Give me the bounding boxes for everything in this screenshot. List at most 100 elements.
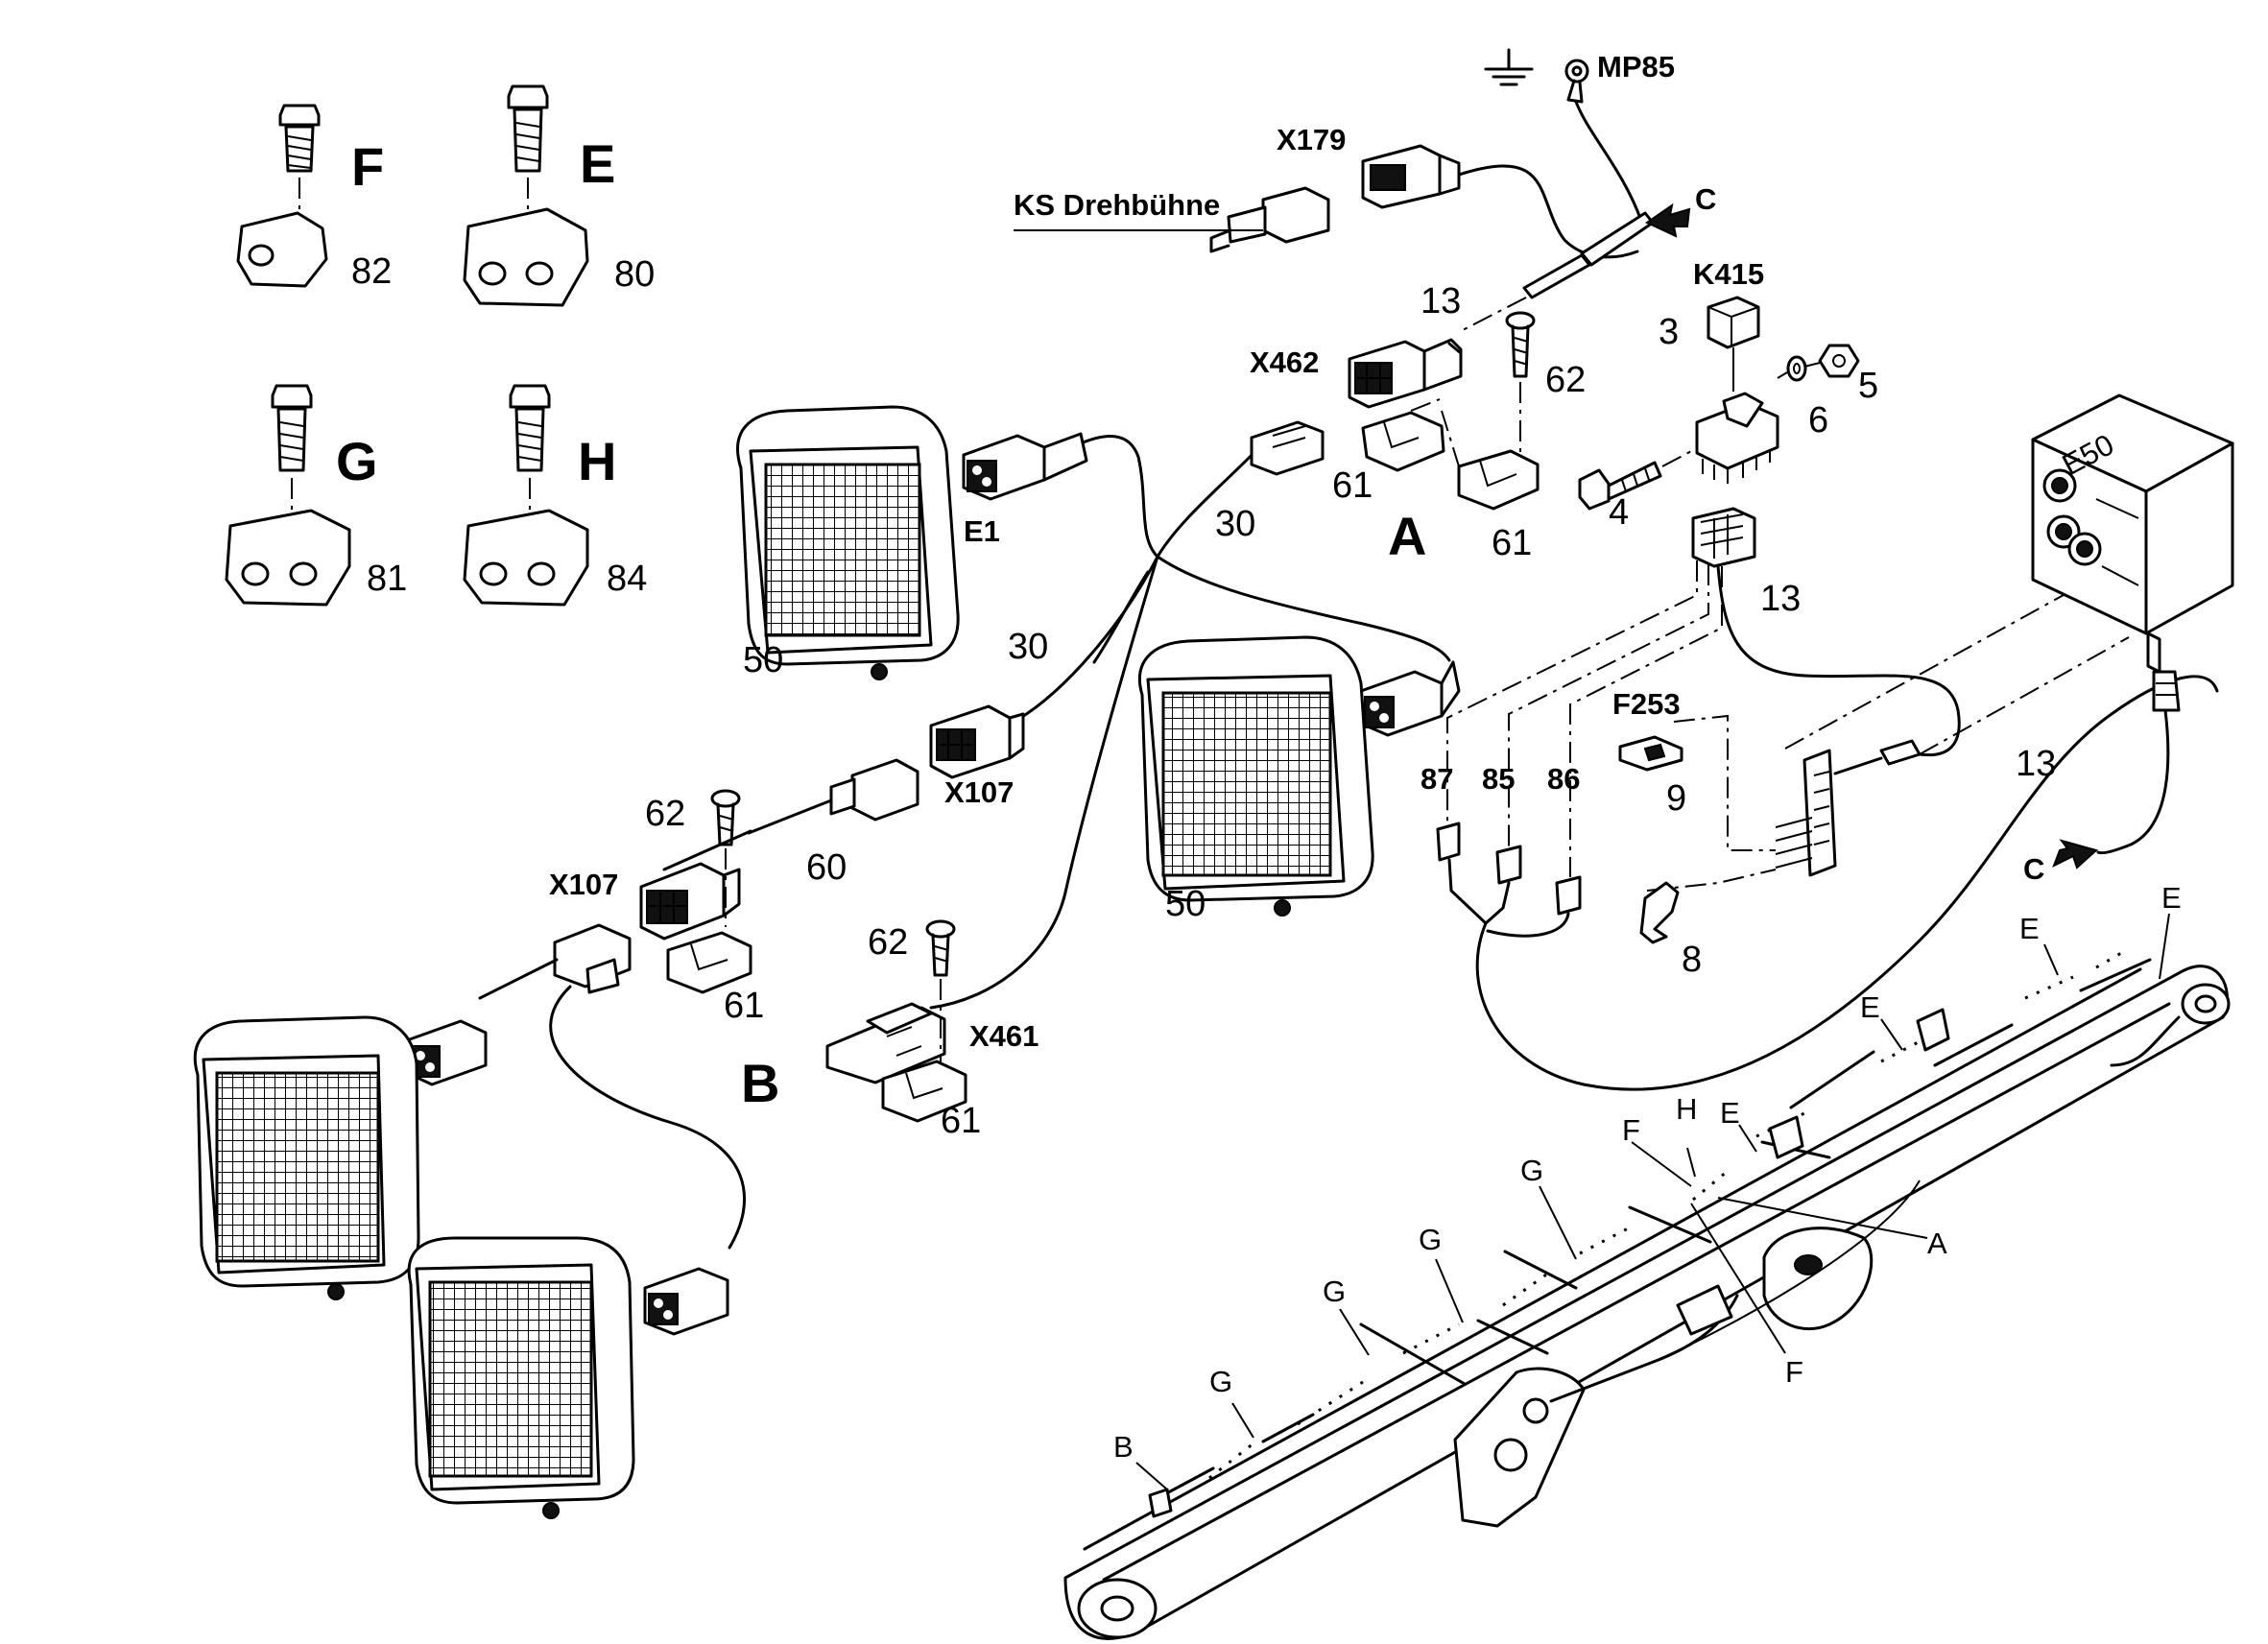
label-ks-drehbuehne: KS Drehbühne [1014, 188, 1220, 222]
work-lamp-50-top [736, 405, 960, 680]
label-61-c: 61 [724, 986, 764, 1026]
label-x461: X461 [969, 1019, 1039, 1053]
relay-plug-13 [1691, 507, 1961, 757]
harness-30 [929, 435, 1451, 1010]
label-boom-e1: E [2161, 881, 2182, 915]
nut-5 [1803, 344, 1860, 378]
ks-drehbuehne-plug [1209, 186, 1330, 253]
work-lamp-50-mid [1137, 635, 1374, 917]
terminal-86 [1486, 875, 1582, 938]
label-k415: K415 [1693, 257, 1764, 291]
holder-61-a [1361, 398, 1445, 472]
label-mp85: MP85 [1597, 50, 1675, 83]
label-x462: X462 [1250, 345, 1319, 379]
ground-lug-mp85 [1564, 59, 1643, 223]
label-view-b: B [741, 1053, 779, 1113]
screw-62-b [710, 789, 741, 927]
label-61-b: 61 [1492, 523, 1532, 563]
label-62-b: 62 [645, 794, 685, 834]
clip-8 [1639, 881, 1680, 944]
boom-brackets [1148, 950, 2152, 1518]
connector-x462 [1348, 338, 1463, 409]
routing-lines [1446, 560, 2130, 892]
label-c-right: C [2023, 852, 2044, 886]
terminal-85 [1484, 845, 1522, 925]
arrow-c-right [2052, 839, 2099, 870]
holder-61-c [666, 931, 752, 994]
work-lamp-lower-left [193, 1015, 420, 1300]
cable-60 [662, 829, 752, 871]
boom-leaders [1135, 913, 2170, 1490]
washer-6 [1777, 355, 1807, 382]
boom-assembly [1063, 965, 2231, 1640]
label-x107-a: X107 [944, 775, 1014, 809]
bracket-e-assembly [463, 84, 589, 307]
bracket-h-assembly [463, 384, 589, 607]
label-bracket-g: G [336, 431, 378, 491]
label-part-82: 82 [351, 251, 392, 292]
label-boom-e2: E [2019, 912, 2040, 945]
holder-61-b [1441, 410, 1540, 511]
label-c-top: C [1695, 182, 1716, 216]
label-boom-e3: E [1860, 990, 1880, 1024]
label-3: 3 [1659, 312, 1679, 352]
label-62-c: 62 [868, 922, 908, 963]
label-87: 87 [1420, 762, 1453, 796]
harness-lower [478, 923, 747, 1250]
label-50-a: 50 [743, 640, 783, 680]
connector-e1-d [643, 1267, 729, 1336]
label-62-a: 62 [1545, 360, 1586, 400]
label-boom-g4: G [1209, 1365, 1232, 1398]
label-4: 4 [1609, 492, 1629, 533]
label-8: 8 [1682, 940, 1702, 980]
label-boom-g2: G [1419, 1223, 1442, 1256]
label-boom-b: B [1113, 1430, 1134, 1464]
bracket-g-assembly [225, 384, 351, 607]
label-bracket-h: H [578, 431, 616, 491]
label-f253: F253 [1612, 687, 1681, 721]
connector-x462-mate [1250, 420, 1325, 476]
connector-x107-lower [639, 862, 741, 941]
relay-socket [1695, 392, 1779, 484]
label-bracket-f: F [351, 136, 384, 197]
connector-x107-upper [929, 704, 1025, 779]
fuse-socket [1775, 739, 1922, 877]
label-9: 9 [1666, 778, 1686, 819]
connector-e1-c [405, 1019, 488, 1086]
label-boom-g3: G [1323, 1275, 1346, 1308]
label-5: 5 [1858, 366, 1878, 406]
label-x179: X179 [1277, 123, 1346, 156]
connector-x107-mate [747, 758, 919, 835]
holder-61-d [881, 1060, 967, 1123]
bolt-4 [1578, 448, 1696, 511]
label-85: 85 [1482, 762, 1515, 796]
ground-symbol [1484, 48, 1534, 86]
label-part-80: 80 [614, 254, 655, 295]
fuse-f253 [1618, 735, 1683, 772]
connector-x461 [825, 1002, 946, 1084]
connector-e1-b [1359, 660, 1461, 737]
control-box-e50 [2031, 393, 2234, 855]
label-61-d: 61 [941, 1101, 981, 1141]
label-x107-b: X107 [549, 868, 618, 901]
label-part-81: 81 [367, 559, 407, 599]
work-lamp-lower-right [407, 1236, 635, 1519]
cable-sleeve [1458, 211, 1655, 333]
connector-x179 [1361, 144, 1639, 259]
label-boom-f1: F [1622, 1113, 1640, 1147]
relay-k415 [1707, 296, 1760, 392]
bracket-f-assembly [236, 104, 328, 288]
label-boom-g1: G [1520, 1154, 1543, 1187]
harness-loop [1475, 675, 2219, 1091]
label-bracket-e: E [580, 133, 615, 194]
connector-e1-a [962, 432, 1088, 501]
label-boom-h: H [1676, 1092, 1697, 1126]
label-13-b: 13 [1760, 579, 1801, 619]
screw-62-a [1505, 311, 1536, 461]
label-boom-e4: E [1720, 1096, 1740, 1130]
screw-62-c [925, 919, 956, 1065]
label-30-a: 30 [1215, 504, 1255, 544]
arrow-c-top [1644, 203, 1691, 238]
label-13-c: 13 [2016, 744, 2056, 784]
